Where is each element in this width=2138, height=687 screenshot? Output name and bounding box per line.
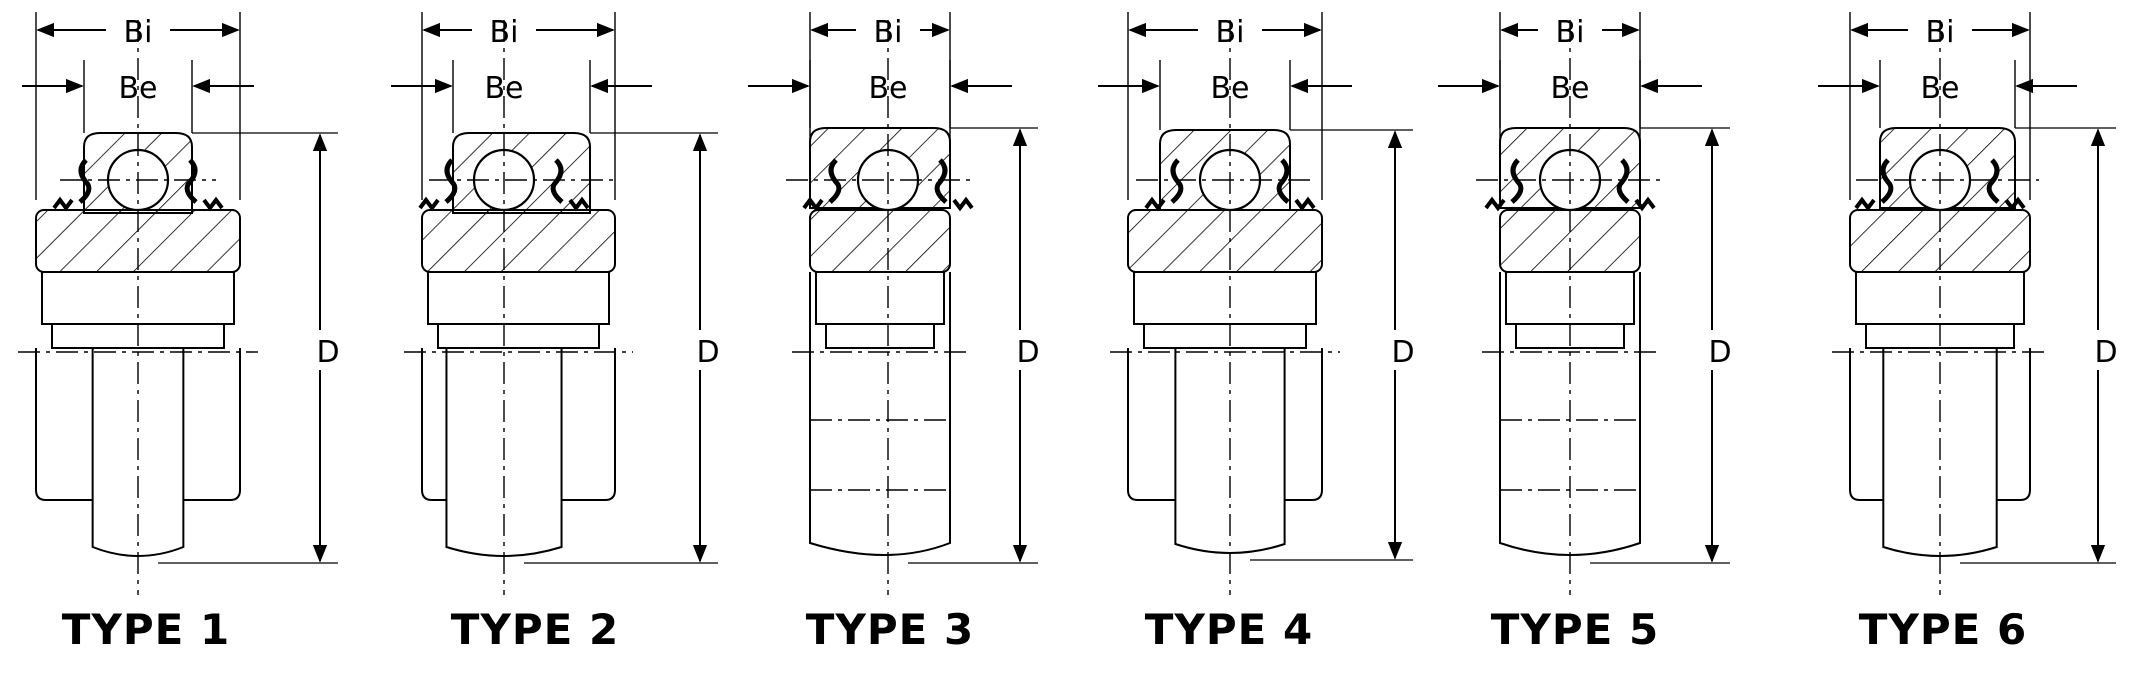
bi-label: Bi — [874, 15, 903, 50]
d-label: D — [316, 335, 339, 370]
seal-lip — [2004, 196, 2026, 212]
be-label: Be — [484, 71, 523, 106]
bi-label: Bi — [490, 15, 519, 50]
d-label: D — [696, 335, 719, 370]
type-1-caption: TYPE 1 — [61, 605, 231, 654]
seal — [1880, 158, 1894, 204]
seal — [828, 158, 842, 204]
seal-lip — [568, 196, 590, 212]
bore-band — [1133, 271, 1317, 325]
seal — [1170, 158, 1184, 204]
seal-lip — [418, 196, 440, 212]
type-6-caption: TYPE 6 — [1858, 605, 2028, 654]
collar-left — [35, 348, 93, 501]
seal — [184, 158, 198, 204]
collar-left — [1127, 348, 1176, 501]
seal — [1510, 158, 1524, 204]
inner-ring-extension — [809, 272, 951, 556]
bi-label: Bi — [1926, 15, 1955, 50]
collar-left — [421, 348, 447, 501]
be-label: Be — [1920, 71, 1959, 106]
d-label: D — [2094, 335, 2117, 370]
seal — [934, 158, 948, 204]
bore-step — [825, 323, 935, 349]
seal-lip — [52, 196, 74, 212]
seal — [1276, 158, 1290, 204]
seal-lip — [802, 196, 824, 212]
collar-right — [1996, 348, 2031, 501]
inner-ring — [421, 209, 616, 273]
be-label: Be — [868, 71, 907, 106]
be-label: Be — [1210, 71, 1249, 106]
be-label: Be — [1550, 71, 1589, 106]
collar-left — [1849, 348, 1884, 501]
type-3-caption: TYPE 3 — [805, 605, 975, 654]
seal-lip — [1294, 196, 1316, 212]
bore-step — [1143, 323, 1307, 349]
d-label: D — [1708, 335, 1731, 370]
seal — [1616, 158, 1630, 204]
d-label: D — [1016, 335, 1039, 370]
seal-lip — [952, 196, 974, 212]
bi-label: Bi — [1216, 15, 1245, 50]
seal — [78, 158, 92, 204]
seal-lip — [1484, 196, 1506, 212]
bi-label: Bi — [1556, 15, 1585, 50]
seal-lip — [202, 196, 224, 212]
collar-right — [561, 348, 616, 501]
type-2-caption: TYPE 2 — [450, 605, 620, 654]
bi-label: Bi — [124, 15, 153, 50]
inner-ring — [1127, 209, 1323, 273]
inner-ring — [809, 209, 951, 273]
seal-lip — [1144, 196, 1166, 212]
type-4-caption: TYPE 4 — [1144, 605, 1314, 654]
seal — [550, 158, 564, 204]
bore-step — [437, 323, 600, 349]
seal — [1986, 158, 2000, 204]
d-label: D — [1391, 335, 1414, 370]
seal — [444, 158, 458, 204]
bore-band — [815, 271, 945, 325]
collar-right — [183, 348, 241, 501]
seal-lip — [1634, 196, 1656, 212]
type-5-caption: TYPE 5 — [1490, 605, 1660, 654]
bore-band — [427, 271, 610, 325]
be-label: Be — [118, 71, 157, 106]
collar-right — [1284, 348, 1323, 501]
seal-lip — [1854, 196, 1876, 212]
